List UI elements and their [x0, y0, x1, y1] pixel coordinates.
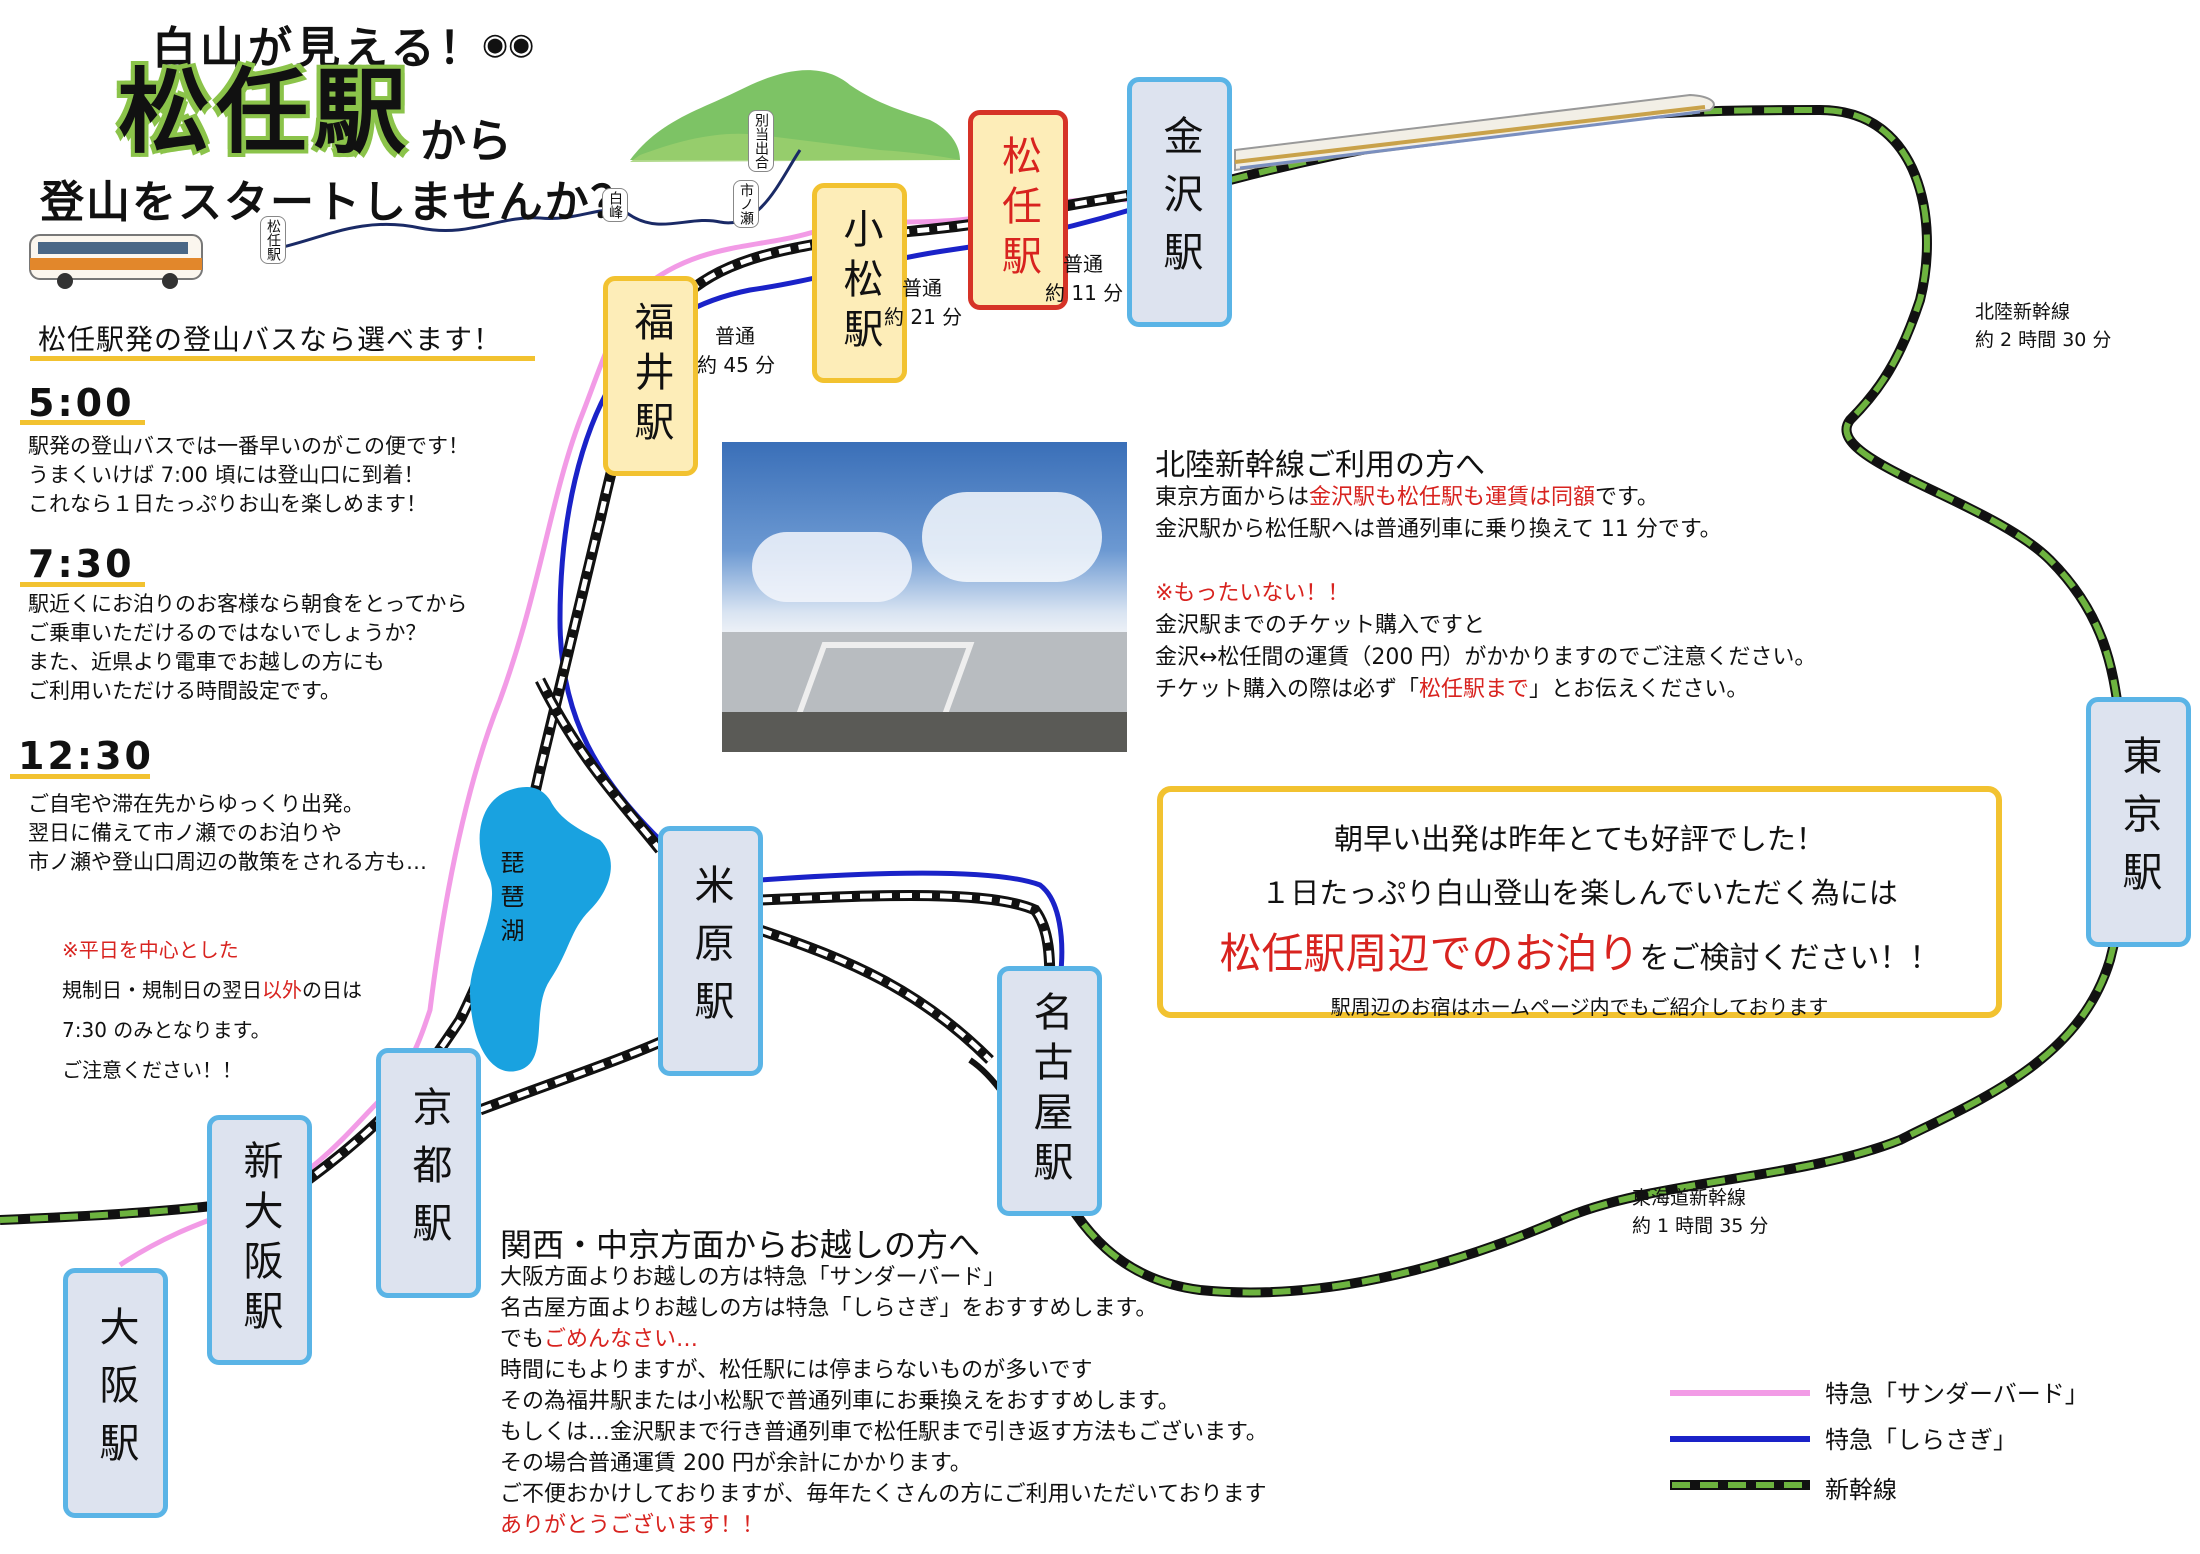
time-5-00: 5:00	[28, 381, 135, 425]
time-tokaido-shinkansen: 東海道新幹線約 1 時間 35 分	[1632, 1187, 1769, 1237]
label-ichinose: 市ノ瀬	[733, 180, 759, 228]
station-komatsu[interactable]: 小松駅	[812, 183, 907, 383]
bus-heading: 松任駅発の登山バスなら選べます！	[38, 323, 503, 356]
notice-line1: 朝早い出発は昨年とても好評でした！	[1334, 822, 1825, 856]
header-line1: 白山が見える！	[152, 23, 487, 74]
time-7-30-underline	[20, 582, 145, 587]
header-station: 松任駅	[118, 59, 413, 166]
legend-shinkansen-label: 新幹線	[1825, 1476, 1897, 1504]
lake-label: 琵琶湖	[496, 850, 524, 952]
matto-station-photo	[722, 442, 1127, 752]
legend-shinkansen-swatch	[1670, 1480, 1810, 1490]
time-fukui-komatsu: 普通約 45 分	[697, 324, 776, 377]
legend-shirasagi-label: 特急「しらさぎ」	[1825, 1426, 2017, 1454]
time-5-00-desc: 駅発の登山バスでは一番早いのがこの便です！ うまくいけば 7:00 頃には登山口…	[28, 434, 469, 516]
lake-biwa	[470, 787, 611, 1072]
time-matto-kanazawa: 普通約 11 分	[1045, 252, 1124, 305]
legend-thunderbird-swatch	[1670, 1390, 1810, 1396]
legend-thunderbird-label: 特急「サンダーバード」	[1825, 1380, 2089, 1408]
hokuriku-heading: 北陸新幹線ご利用の方へ	[1155, 448, 1485, 483]
station-shin-osaka[interactable]: 新大阪駅	[207, 1115, 312, 1365]
time-7-30: 7:30	[28, 542, 135, 586]
hokuriku-body: 東京方面からは金沢駅も松任駅も運賃は同額です。 金沢駅から松任駅へは普通列車に乗…	[1155, 485, 1817, 702]
station-kanazawa[interactable]: 金沢駅	[1127, 77, 1232, 327]
time-12-30: 12:30	[18, 734, 154, 778]
header-line3: 登山をスタートしませんか？	[40, 177, 637, 228]
station-osaka[interactable]: 大阪駅	[63, 1268, 168, 1518]
notice-line4: 駅周辺のお宿はホームページ内でもご紹介しております	[1330, 995, 1829, 1019]
kansai-body: 大阪方面よりお越しの方は特急「サンダーバード」 名古屋方面よりお越しの方は特急「…	[500, 1265, 1268, 1538]
schedule-note: ※平日を中心とした 規制日・規制日の翌日以外の日は 7:30 のみとなります。 …	[62, 938, 362, 1082]
kansai-heading: 関西・中京方面からお越しの方へ	[500, 1226, 981, 1264]
station-fukui[interactable]: 福井駅	[603, 276, 698, 476]
station-tokyo[interactable]: 東京駅	[2086, 697, 2191, 947]
notice-box: 朝早い出発は昨年とても好評でした！ １日たっぷり白山登山を楽しんでいただく為には…	[1157, 786, 2002, 1019]
time-komatsu-matto: 普通約 21 分	[884, 276, 963, 329]
bus-heading-underline	[30, 356, 535, 361]
conventional-lines	[246, 189, 1131, 1225]
time-7-30-desc: 駅近くにお泊りのお客様なら朝食をとってから ご乗車いただけるのではないでしょうか…	[28, 592, 468, 703]
time-5-00-underline	[20, 420, 145, 425]
notice-line2: １日たっぷり白山登山を楽しんでいただく為には	[1261, 876, 1898, 910]
time-12-30-underline	[10, 774, 150, 779]
time-12-30-desc: ご自宅や滞在先からゆっくり出発。 翌日に備えて市ノ瀬でのお泊りや 市ノ瀬や登山口…	[28, 792, 427, 874]
bus-illustration	[29, 234, 203, 289]
station-nagoya[interactable]: 名古屋駅	[997, 966, 1102, 1216]
header-kara: から	[420, 114, 512, 168]
station-matto[interactable]: 松任駅	[968, 110, 1068, 310]
notice-line3: 松任駅周辺でのお泊りをご検討ください！！	[1219, 929, 1940, 978]
legend-shirasagi-swatch	[1670, 1436, 1810, 1442]
station-kyoto[interactable]: 京都駅	[376, 1048, 481, 1298]
time-hokuriku-shinkansen: 北陸新幹線約 2 時間 30 分	[1975, 301, 2112, 351]
station-maibara[interactable]: 米原駅	[658, 826, 763, 1076]
label-betto-deai: 別当出合	[748, 110, 774, 172]
label-shiramine: 白峰	[602, 188, 628, 222]
shinkansen-train-illustration	[1234, 93, 1715, 172]
label-matto-mini: 松任駅	[260, 216, 286, 264]
eyes-icon: ◉◉	[482, 27, 535, 62]
